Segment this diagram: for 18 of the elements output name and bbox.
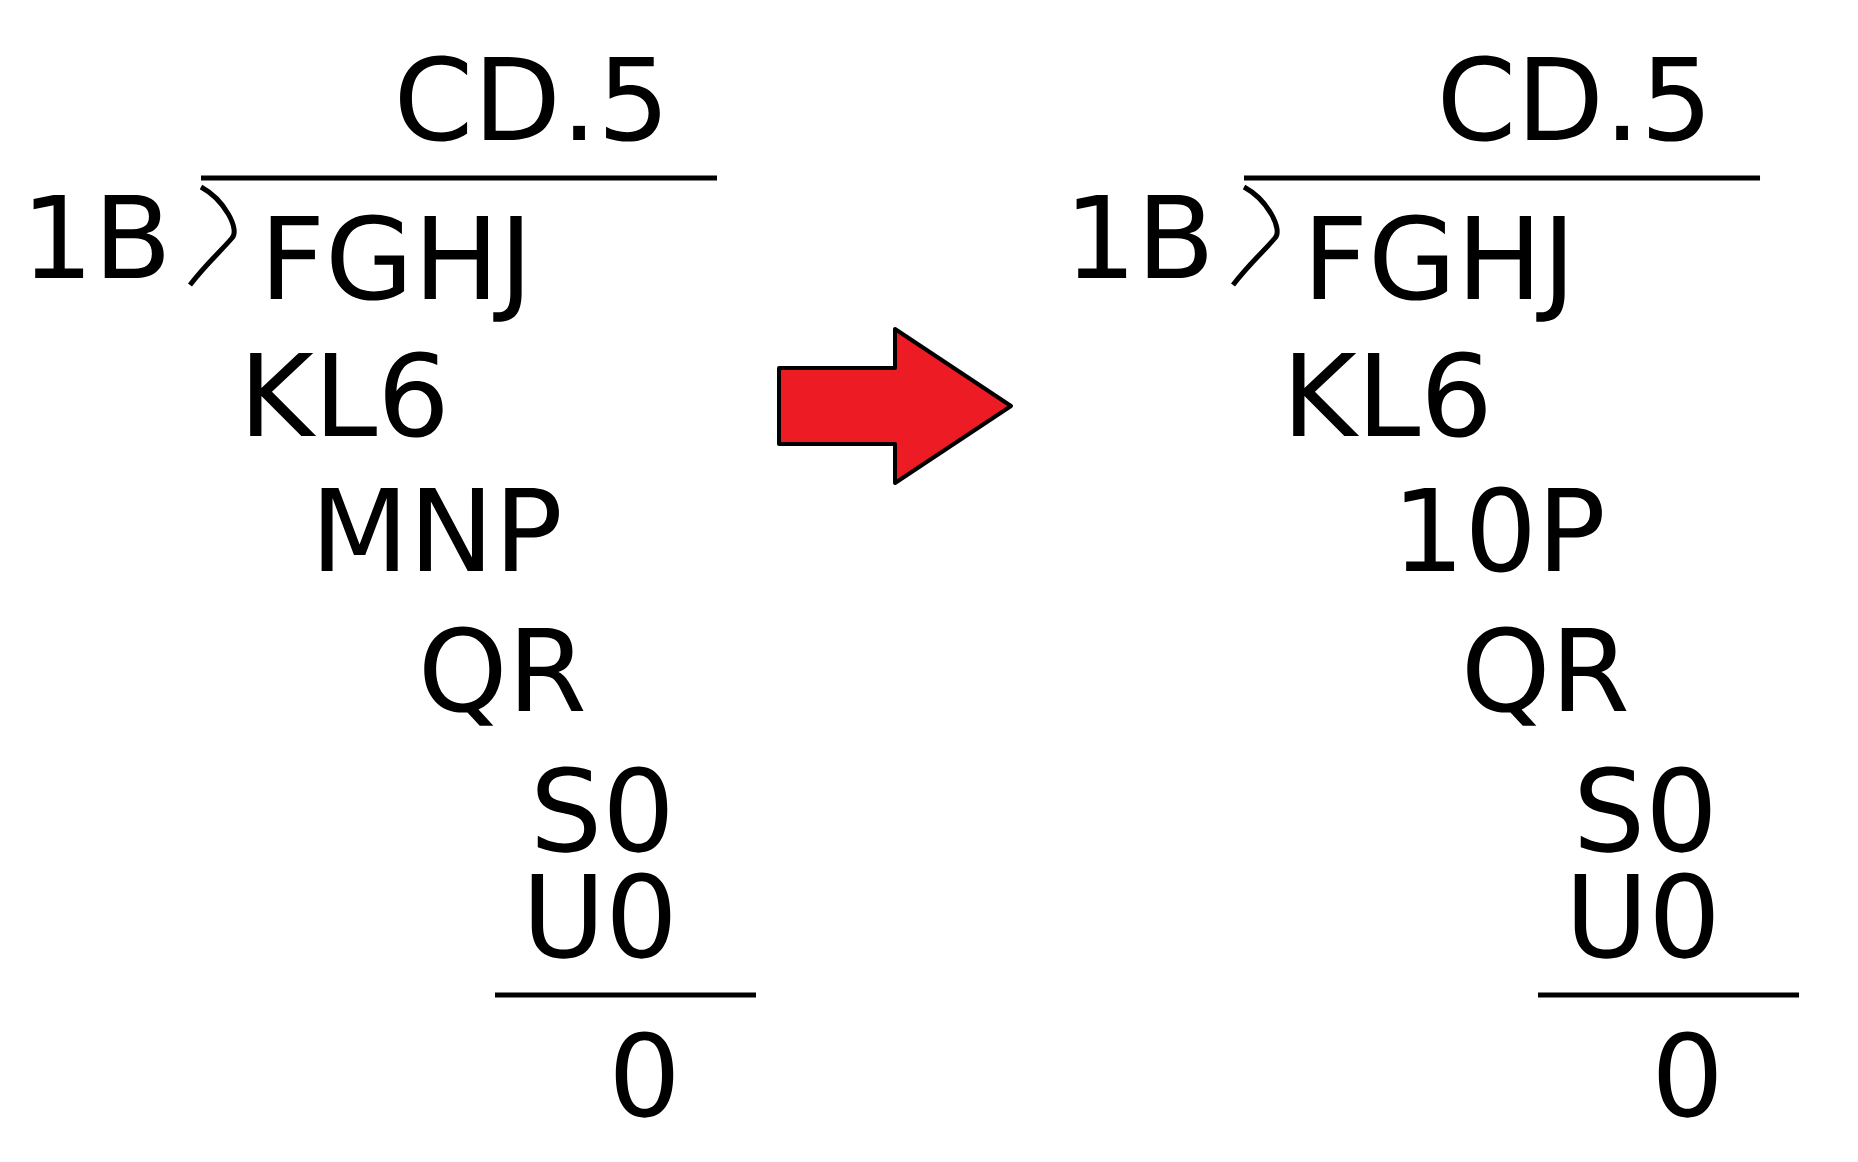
quotient: CD.5 (1443, 55, 1703, 142)
dividend: FGHJ (270, 214, 522, 322)
step-row: KL6 (1293, 351, 1486, 438)
remainder: 0 (1658, 1031, 1717, 1118)
step-row: QR (1467, 626, 1627, 726)
divisor: 1B (1076, 194, 1207, 278)
step-row: KL6 (250, 351, 443, 438)
divisor: 1B (33, 194, 164, 278)
dividend: FGHJ (1313, 214, 1565, 322)
step-row: S0 (1580, 766, 1711, 853)
step-row: U0 (1574, 872, 1714, 959)
step-row: MNP (321, 487, 559, 571)
quotient: CD.5 (400, 55, 660, 142)
step-row: S0 (537, 766, 668, 853)
step-row: QR (424, 626, 584, 726)
step-row: 10P (1404, 486, 1602, 573)
step-row: U0 (531, 872, 671, 959)
remainder: 0 (615, 1031, 674, 1118)
